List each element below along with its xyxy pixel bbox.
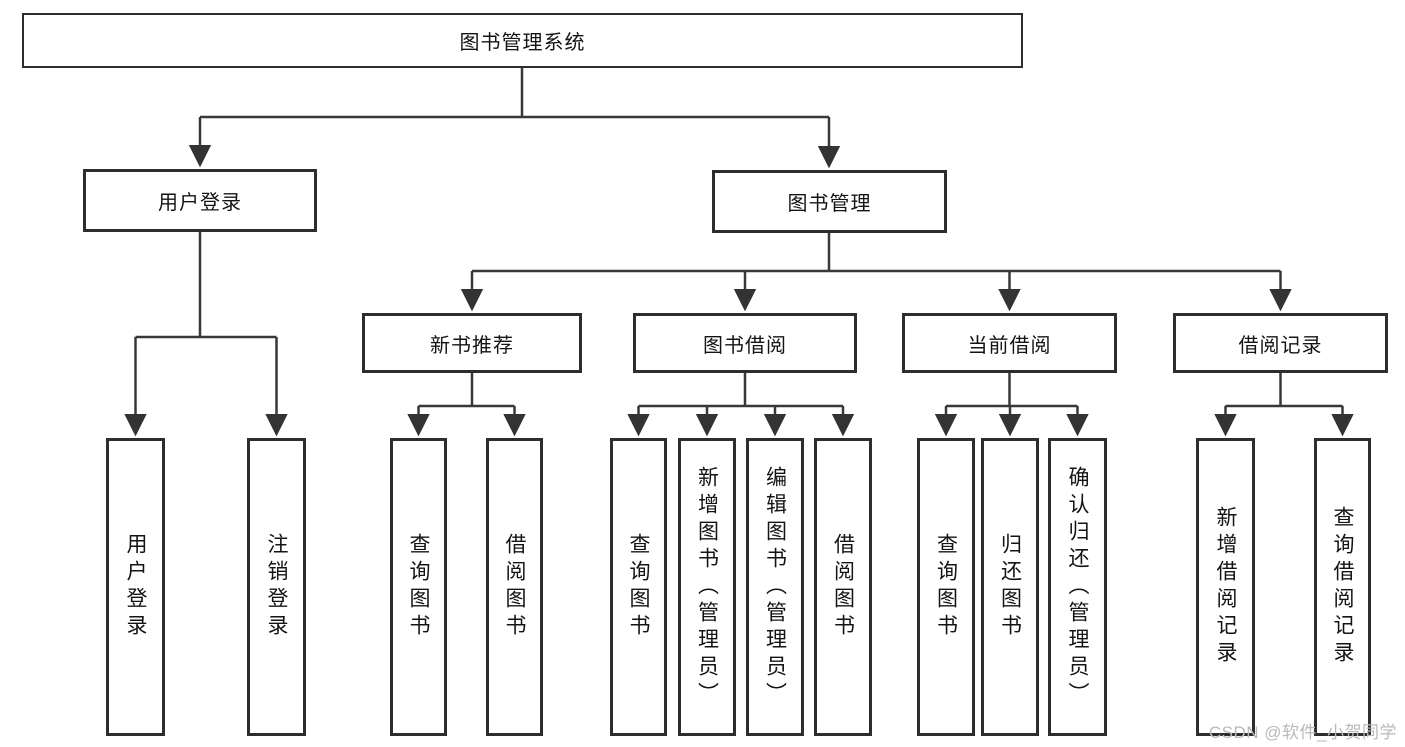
node-borrow-record: 借阅记录 — [1173, 313, 1388, 373]
leaf-query-books-1: 查询图书 — [390, 438, 447, 736]
leaf-borrow-books-2: 借阅图书 — [814, 438, 872, 736]
leaf-confirm-return-admin-label: 确认归还（管理员） — [1066, 465, 1089, 709]
leaf-borrow-books-1: 借阅图书 — [486, 438, 543, 736]
leaf-confirm-return-admin: 确认归还（管理员） — [1048, 438, 1107, 736]
connector-book-borrow-skeleton — [638, 373, 843, 408]
node-borrow-record-label: 借阅记录 — [1238, 334, 1323, 357]
node-book-mgmt: 图书管理 — [712, 170, 947, 233]
connector-book-mgmt-skeleton — [472, 233, 1281, 273]
leaf-add-borrow-record: 新增借阅记录 — [1196, 438, 1255, 736]
connector-borrow-record-skeleton — [1225, 373, 1343, 408]
node-user-login: 用户登录 — [83, 169, 317, 232]
leaf-return-books-label: 归还图书 — [998, 533, 1022, 641]
connector-new-book-skeleton — [418, 373, 515, 408]
leaf-return-books: 归还图书 — [981, 438, 1039, 736]
leaf-query-books-2: 查询图书 — [610, 438, 667, 736]
csdn-watermark: CSDN @软件_小贺同学 — [1208, 723, 1397, 742]
node-root-label: 图书管理系统 — [459, 32, 586, 54]
connector-current-borrow-skeleton — [946, 373, 1078, 408]
leaf-add-books-admin: 新增图书（管理员） — [678, 438, 736, 736]
leaf-query-books-1-label: 查询图书 — [407, 533, 430, 641]
connector-user-login-skeleton — [135, 232, 277, 339]
leaf-query-books-3: 查询图书 — [917, 438, 975, 736]
node-root-system: 图书管理系统 — [22, 13, 1023, 68]
leaf-query-books-2-label: 查询图书 — [627, 533, 650, 641]
leaf-logout: 注销登录 — [247, 438, 306, 736]
node-current-borrow: 当前借阅 — [902, 313, 1117, 373]
leaf-add-borrow-record-label: 新增借阅记录 — [1214, 506, 1237, 668]
node-new-book-recommend: 新书推荐 — [362, 313, 582, 373]
leaf-edit-books-admin-label: 编辑图书（管理员） — [763, 465, 787, 709]
leaf-borrow-books-1-label: 借阅图书 — [503, 533, 526, 641]
leaf-borrow-books-2-label: 借阅图书 — [831, 533, 855, 641]
leaf-add-books-admin-label: 新增图书（管理员） — [695, 465, 719, 709]
leaf-query-borrow-record-label: 查询借阅记录 — [1331, 506, 1354, 668]
leaf-query-borrow-record: 查询借阅记录 — [1314, 438, 1371, 736]
node-new-book-recommend-label: 新书推荐 — [430, 334, 514, 357]
leaf-user-login: 用户登录 — [106, 438, 165, 736]
node-current-borrow-label: 当前借阅 — [967, 334, 1052, 357]
leaf-query-books-3-label: 查询图书 — [934, 533, 958, 641]
leaf-user-login-label: 用户登录 — [124, 533, 147, 641]
node-book-borrow: 图书借阅 — [633, 313, 857, 373]
node-book-borrow-label: 图书借阅 — [703, 334, 787, 357]
leaf-edit-books-admin: 编辑图书（管理员） — [746, 438, 804, 736]
leaf-logout-label: 注销登录 — [265, 533, 288, 641]
node-book-mgmt-label: 图书管理 — [787, 193, 872, 215]
node-user-login-label: 用户登录 — [158, 192, 242, 214]
connector-root-skeleton — [200, 68, 829, 119]
